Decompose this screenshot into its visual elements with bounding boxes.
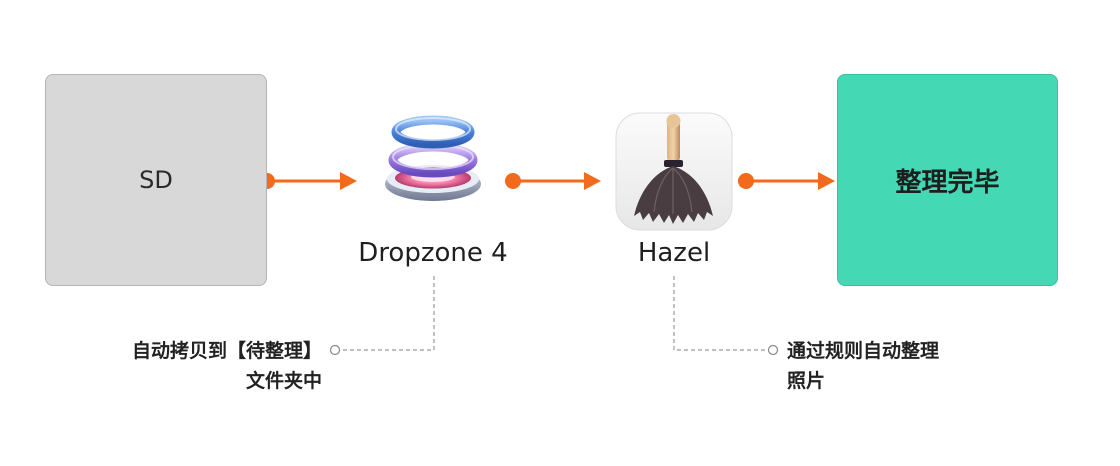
arrow-hazel-to-done — [738, 172, 835, 190]
dropzone-annotation-line1: 自动拷贝到【待整理】 — [131, 340, 322, 362]
hazel-annotation-line2: 照片 — [787, 370, 826, 392]
node-done-label: 整理完毕 — [895, 167, 1000, 198]
feather-duster-icon — [615, 112, 733, 231]
dropzone-annotation: 自动拷贝到【待整理】 文件夹中 — [110, 336, 322, 396]
hazel-annotation: 通过规则自动整理 照片 — [787, 336, 987, 396]
node-done: 整理完毕 — [837, 74, 1058, 286]
node-hazel-label: Hazel — [637, 238, 711, 268]
dropzone-annotation-line2: 文件夹中 — [245, 370, 322, 392]
node-sd: SD — [45, 74, 267, 286]
arrow-dropzone-to-hazel — [505, 172, 601, 190]
connector-dropzone-note — [329, 276, 435, 356]
node-dropzone-label: Dropzone 4 — [358, 238, 508, 268]
node-sd-label: SD — [139, 166, 173, 194]
arrow-sd-to-dropzone — [259, 172, 357, 190]
dropzone-stack-icon — [385, 115, 481, 201]
connector-hazel-note — [673, 276, 779, 356]
hazel-annotation-line1: 通过规则自动整理 — [787, 340, 940, 362]
